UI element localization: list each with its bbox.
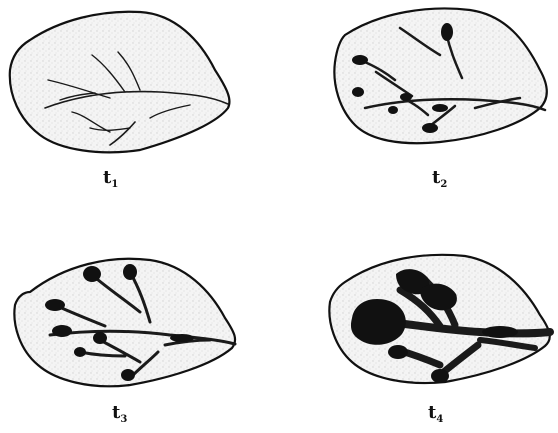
lesion-blob bbox=[352, 55, 368, 65]
leaf-outline bbox=[334, 8, 546, 143]
panel-t1: t1 bbox=[10, 12, 230, 190]
lesion-blob bbox=[482, 326, 518, 338]
panel-label-t4: t4 bbox=[428, 402, 443, 425]
lesion-blob bbox=[74, 347, 86, 357]
panel-label-t1: t1 bbox=[103, 167, 118, 190]
lesion-blob bbox=[432, 104, 448, 112]
panel-label-t3: t3 bbox=[112, 402, 127, 425]
panel-t2: t2 bbox=[334, 8, 546, 190]
lesion-blob bbox=[45, 299, 65, 311]
lesion-blob bbox=[83, 266, 101, 282]
panel-label-t2: t2 bbox=[432, 167, 447, 190]
lesion-blob bbox=[441, 23, 453, 41]
lesion-blob bbox=[123, 264, 137, 280]
lesion-blob bbox=[388, 345, 408, 359]
lesion-blob bbox=[431, 369, 449, 383]
lesion-blob bbox=[388, 106, 398, 114]
lesion-blob bbox=[93, 332, 107, 344]
lesion-blob bbox=[400, 93, 412, 101]
panel-t3: t3 bbox=[14, 259, 235, 425]
leaf-outline bbox=[10, 12, 230, 153]
panel-t4: t4 bbox=[329, 255, 550, 425]
leaf-outline bbox=[14, 259, 235, 387]
lesion-blob bbox=[422, 123, 438, 133]
lesion-blob bbox=[352, 87, 364, 97]
lesion-blob bbox=[52, 325, 72, 337]
lesion-blob bbox=[351, 299, 406, 345]
lesion-blob bbox=[170, 334, 194, 342]
lesion-blob bbox=[121, 369, 135, 381]
